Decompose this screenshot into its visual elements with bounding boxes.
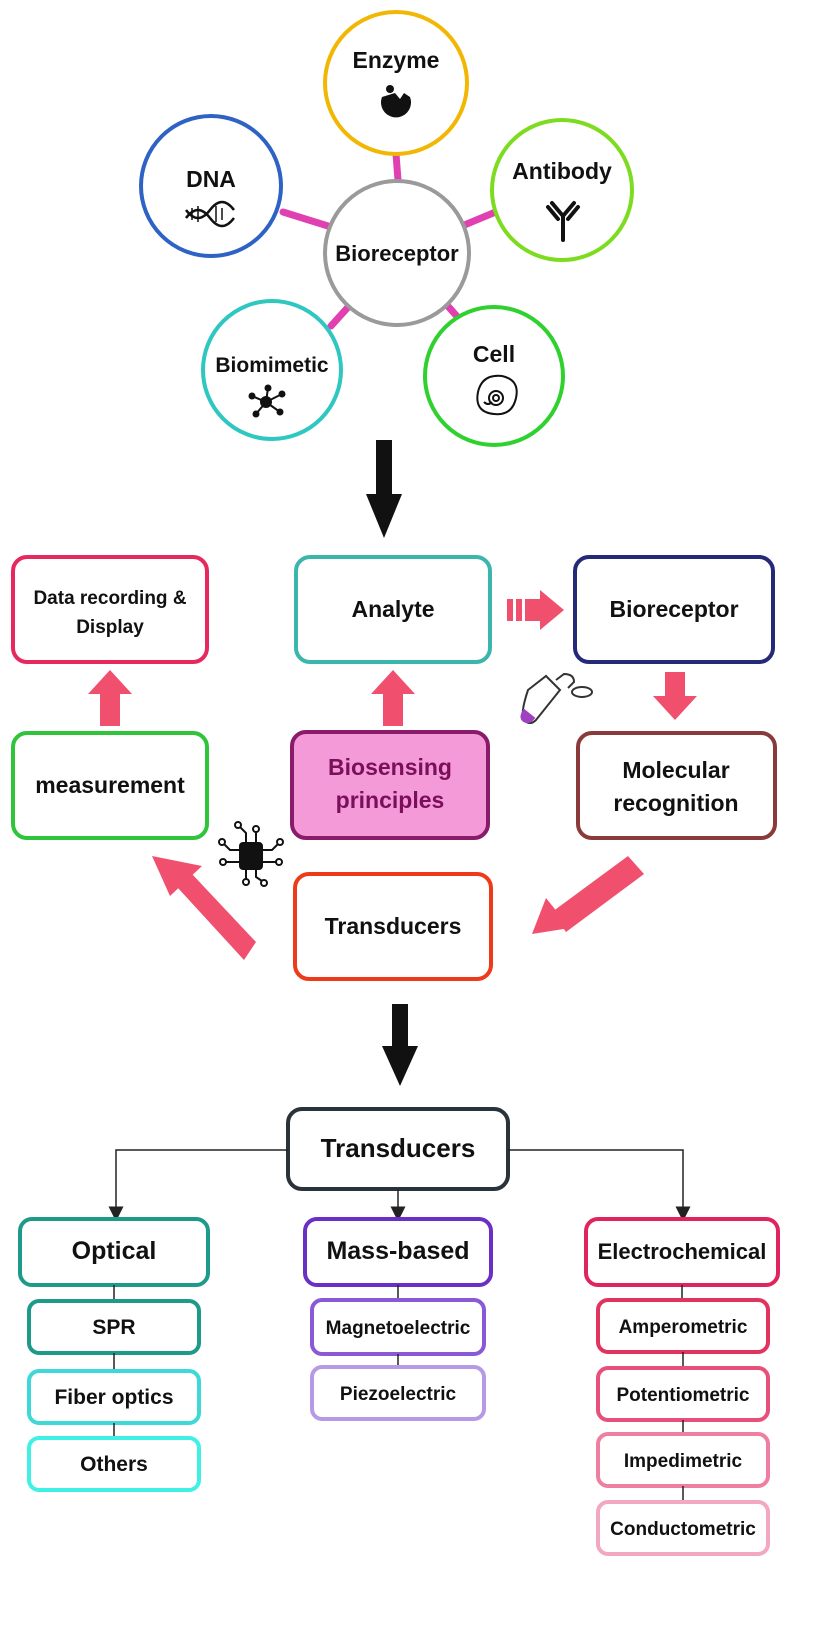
others-label: Others: [80, 1453, 148, 1476]
antibody-node: [490, 118, 634, 262]
transducer-tree: Transducers Optical SPR Fiber optics Oth…: [18, 1107, 780, 1556]
transducers-label: Transducers: [325, 913, 462, 939]
spr-label: SPR: [92, 1316, 135, 1339]
dna-label: DNA: [186, 166, 236, 192]
connector-enzyme: [392, 150, 402, 184]
conductometric-label: Conductometric: [610, 1519, 756, 1540]
optical-label: Optical: [72, 1237, 157, 1265]
enzyme-icon: [381, 85, 411, 118]
electrochemical-label: Electrochemical: [598, 1239, 767, 1264]
molecule-network-icon: [248, 384, 286, 418]
transducers-box: [293, 872, 493, 981]
bioreceptor-center-label: Bioreceptor: [335, 241, 459, 266]
analyte-label: Analyte: [351, 596, 434, 622]
arrow-principles-to-analyte: [371, 670, 415, 726]
arrow-bioreceptor-to-recognition: [653, 672, 697, 720]
bioreceptor-wheel: Bioreceptor Enzyme Antibody Cell: [139, 10, 634, 447]
fiber-optics-label: Fiber optics: [54, 1386, 173, 1409]
circuit-chip-icon: [218, 821, 284, 887]
connector-dna: [279, 208, 332, 230]
others-box: [27, 1436, 201, 1492]
biosensing-principles-label-1: Biosensing: [328, 754, 452, 780]
bioreceptor-box-label: Bioreceptor: [609, 596, 738, 622]
down-arrow-2: [382, 1004, 418, 1086]
potentiometric-label: Potentiometric: [616, 1385, 749, 1406]
antibody-icon: [546, 201, 580, 242]
connector-antibody: [458, 207, 502, 230]
arrow-measurement-to-data: [88, 670, 132, 726]
molecular-recognition-label-2: recognition: [613, 790, 738, 816]
arrow-transducers-to-measurement: [152, 856, 256, 960]
dna-helix-icon: [185, 200, 235, 228]
conductometric-box: [596, 1500, 770, 1556]
measurement-box: [11, 731, 209, 840]
measurement-label: measurement: [35, 772, 185, 798]
cell-label: Cell: [473, 341, 515, 367]
impedimetric-label: Impedimetric: [624, 1451, 743, 1472]
molecular-recognition-label-1: Molecular: [622, 757, 729, 783]
data-recording-label-2: Display: [76, 617, 144, 638]
piezoelectric-box: [310, 1365, 486, 1421]
dna-node: [139, 114, 283, 258]
mass-based-label: Mass-based: [326, 1237, 469, 1265]
biomimetic-label: Biomimetic: [215, 354, 329, 377]
data-recording-box: [11, 555, 209, 664]
connector-biomimetic: [327, 301, 354, 330]
bioreceptor-center-circle: [323, 179, 471, 327]
arrow-analyte-to-bioreceptor: [507, 590, 564, 630]
principles-cycle: Data recording & Display Analyte Biorece…: [11, 555, 777, 981]
cell-icon: [476, 374, 518, 416]
down-arrow-1: [366, 440, 402, 538]
biosensing-principles-box: [290, 730, 490, 840]
amperometric-label: Amperometric: [619, 1317, 748, 1338]
biosensing-principles-label-2: principles: [336, 787, 445, 813]
biomimetic-node: [201, 299, 343, 441]
piezoelectric-label: Piezoelectric: [340, 1384, 457, 1405]
data-recording-label-1: Data recording &: [33, 588, 186, 609]
bioreceptor-box: [573, 555, 775, 664]
enzyme-label: Enzyme: [353, 47, 440, 73]
tree-root-label: Transducers: [321, 1133, 476, 1163]
molecular-recognition-box: [576, 731, 777, 840]
antibody-label: Antibody: [512, 158, 612, 184]
analyte-box: [294, 555, 492, 664]
enzyme-node: [323, 10, 469, 156]
test-tube-icon: [520, 672, 593, 724]
magnetoelectric-label: Magnetoelectric: [326, 1318, 471, 1339]
arrow-recognition-to-transducers: [532, 856, 644, 934]
